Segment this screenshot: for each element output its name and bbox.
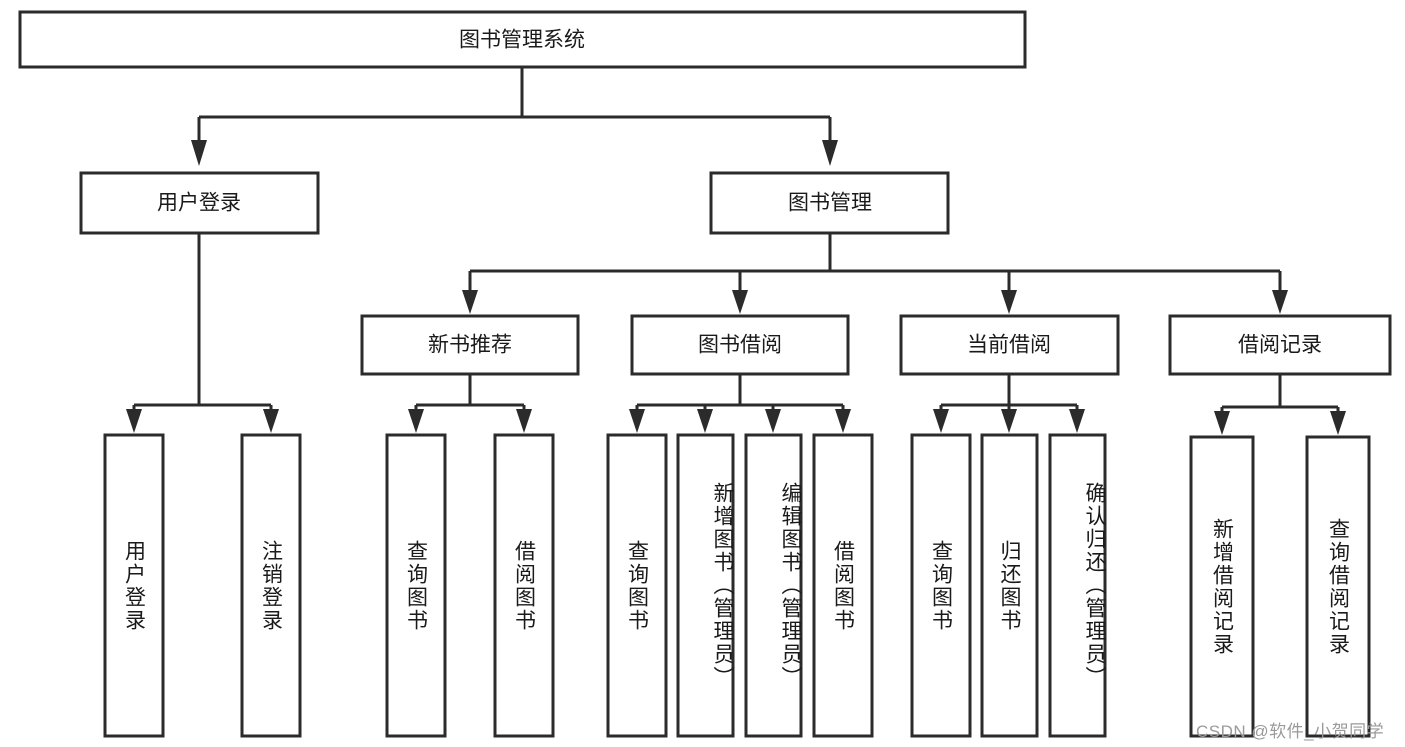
connector-group-user-login [126, 233, 279, 433]
arrow-to-new-book-recommend [462, 290, 478, 314]
leaf-borrow-book-2-box[interactable] [812, 433, 874, 738]
connector-group-book-borrow [629, 374, 851, 433]
node-book-manage[interactable]: 图书管理 [709, 171, 950, 235]
leaf-query-book-1-box[interactable] [385, 433, 447, 738]
arrow-to-current-borrow [1001, 290, 1017, 314]
node-current-borrow[interactable]: 当前借阅 [899, 314, 1120, 376]
node-book-manage-label: 图书管理 [788, 192, 872, 215]
node-book-borrow-label: 图书借阅 [698, 334, 782, 357]
leaf-return-book-box[interactable] [980, 433, 1039, 738]
node-user-login-label: 用户登录 [157, 192, 241, 215]
node-borrow-record-label: 借阅记录 [1238, 334, 1322, 357]
node-user-login[interactable]: 用户登录 [79, 171, 320, 235]
arrow-to-leaf-query-book-3 [933, 409, 949, 433]
arrow-to-leaf-add-book [697, 409, 713, 433]
arrow-root-to-book-manage [822, 140, 838, 166]
leaf-confirm-return-box[interactable] [1048, 433, 1107, 738]
connector-group-root [191, 67, 838, 166]
leaf-query-book-3-box[interactable] [910, 433, 972, 738]
leaf-add-record-box[interactable] [1189, 435, 1255, 738]
node-book-borrow-box[interactable] [630, 314, 850, 376]
arrow-to-leaf-logout-login [263, 409, 279, 433]
leaf-edit-book-box[interactable] [744, 433, 803, 738]
node-new-book-recommend-label: 新书推荐 [428, 334, 512, 357]
leaf-query-record-box[interactable] [1305, 435, 1371, 738]
arrow-root-to-user-login [191, 140, 207, 166]
node-root-box[interactable] [18, 10, 1027, 69]
arrow-to-leaf-return-book [1001, 409, 1017, 433]
node-book-borrow[interactable]: 图书借阅 [630, 314, 850, 376]
connector-group-current-borrow [933, 374, 1085, 433]
arrow-to-borrow-record [1272, 290, 1288, 314]
arrow-to-leaf-edit-book [765, 409, 781, 433]
node-current-borrow-box[interactable] [899, 314, 1120, 376]
leaf-query-book-2-box[interactable] [606, 433, 668, 738]
arrow-to-leaf-confirm-return [1069, 409, 1085, 433]
arrow-to-leaf-user-login [126, 409, 142, 433]
leaf-borrow-book-1-box[interactable] [493, 433, 555, 738]
watermark-text: CSDN @软件_小贺同学 [1196, 722, 1385, 741]
node-user-login-box[interactable] [79, 171, 320, 235]
arrow-to-leaf-borrow-book-1 [516, 409, 532, 433]
node-borrow-record-box[interactable] [1168, 314, 1392, 376]
connector-group-book-manage [462, 233, 1288, 314]
leaf-add-book-box[interactable] [676, 433, 735, 738]
arrow-to-book-borrow [732, 290, 748, 314]
node-root[interactable]: 图书管理系统 [18, 10, 1027, 69]
arrow-to-leaf-borrow-book-2 [835, 409, 851, 433]
arrow-to-leaf-add-record [1214, 411, 1230, 435]
arrow-to-leaf-query-record [1330, 411, 1346, 435]
connector-group-new-book-recommend [408, 374, 532, 433]
node-new-book-recommend[interactable]: 新书推荐 [360, 314, 580, 376]
leaf-logout-login-box[interactable] [240, 433, 302, 738]
node-borrow-record[interactable]: 借阅记录 [1168, 314, 1392, 376]
leaf-user-login-box[interactable] [103, 433, 165, 738]
connector-group-borrow-record [1214, 374, 1346, 435]
arrow-to-leaf-query-book-1 [408, 409, 424, 433]
node-current-borrow-label: 当前借阅 [967, 334, 1051, 357]
node-book-manage-box[interactable] [709, 171, 950, 235]
node-root-label: 图书管理系统 [459, 29, 585, 52]
arrow-to-leaf-query-book-2 [629, 409, 645, 433]
node-new-book-recommend-box[interactable] [360, 314, 580, 376]
